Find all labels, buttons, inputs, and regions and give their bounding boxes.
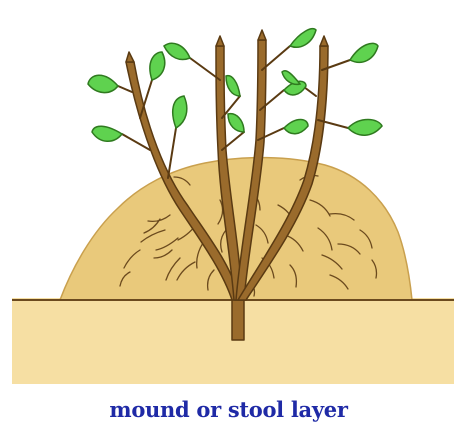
leaf-icon bbox=[290, 29, 316, 47]
leaf-icon bbox=[284, 120, 308, 134]
shoot-tip bbox=[126, 52, 134, 62]
leaf-icon bbox=[150, 52, 165, 80]
leaf-icon bbox=[164, 43, 190, 59]
leaf-icon bbox=[228, 114, 244, 132]
leaf-icon bbox=[88, 75, 118, 92]
shoot-tip bbox=[320, 36, 328, 46]
shoot-tip bbox=[258, 30, 266, 40]
leaf-icon bbox=[92, 126, 122, 141]
diagram-caption: mound or stool layer bbox=[0, 396, 457, 424]
leaf-icon bbox=[348, 120, 382, 136]
leaf-icon bbox=[173, 96, 187, 128]
leaf-icon bbox=[282, 71, 300, 85]
main-stem bbox=[232, 300, 244, 340]
leaf-icon bbox=[350, 43, 378, 62]
shoot-tip bbox=[216, 36, 224, 46]
leaf-icon bbox=[226, 76, 240, 96]
